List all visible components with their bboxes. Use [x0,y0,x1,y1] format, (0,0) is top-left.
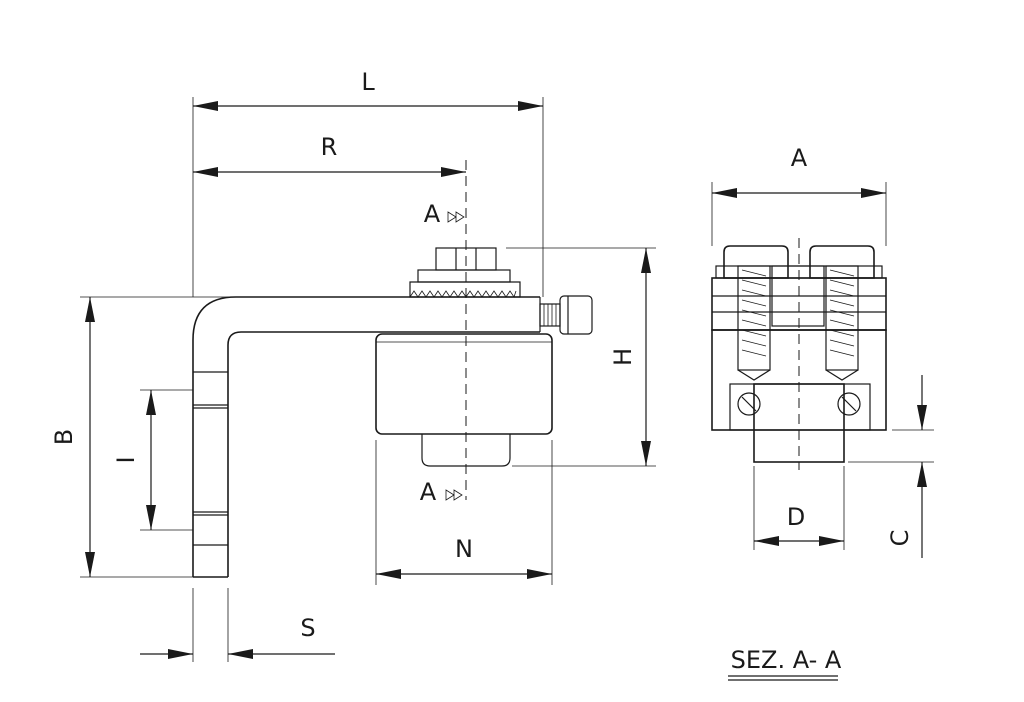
section-mark-bottom: A [420,478,437,506]
dim-H-label: H [609,348,637,366]
dim-B-label: B [50,429,78,445]
dim-I-label: I [112,456,140,463]
dim-R-label: R [321,133,338,161]
dim-A-section-label: A [791,144,808,172]
section-mark-top: A [424,200,441,228]
dim-C-label: C [886,530,914,547]
dim-N-label: N [455,535,473,563]
dim-D-label: D [787,503,805,531]
section-view: A D C SEZ. A- A [711,144,934,681]
side-view: L R A A H B I [50,68,656,662]
dim-S-label: S [300,614,315,642]
dim-L-label: L [361,68,375,96]
section-title: SEZ. A- A [731,646,842,674]
